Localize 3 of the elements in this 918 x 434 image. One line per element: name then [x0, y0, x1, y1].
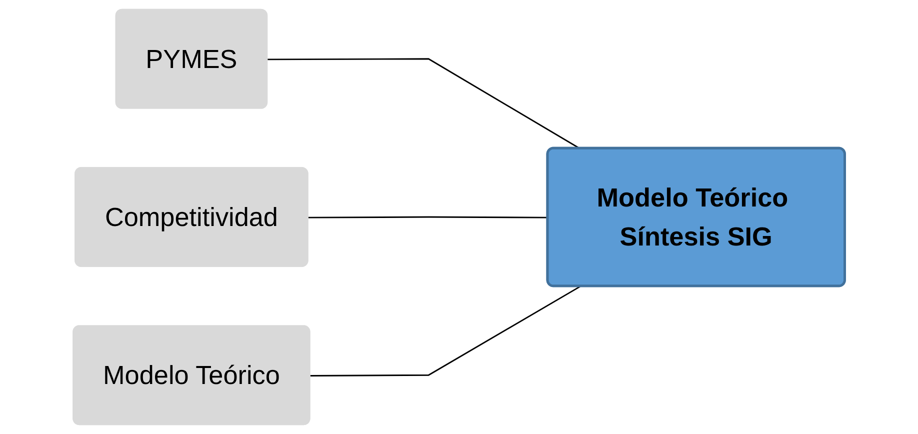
connector — [308, 216, 548, 218]
connector — [310, 286, 580, 376]
connector — [268, 58, 580, 150]
